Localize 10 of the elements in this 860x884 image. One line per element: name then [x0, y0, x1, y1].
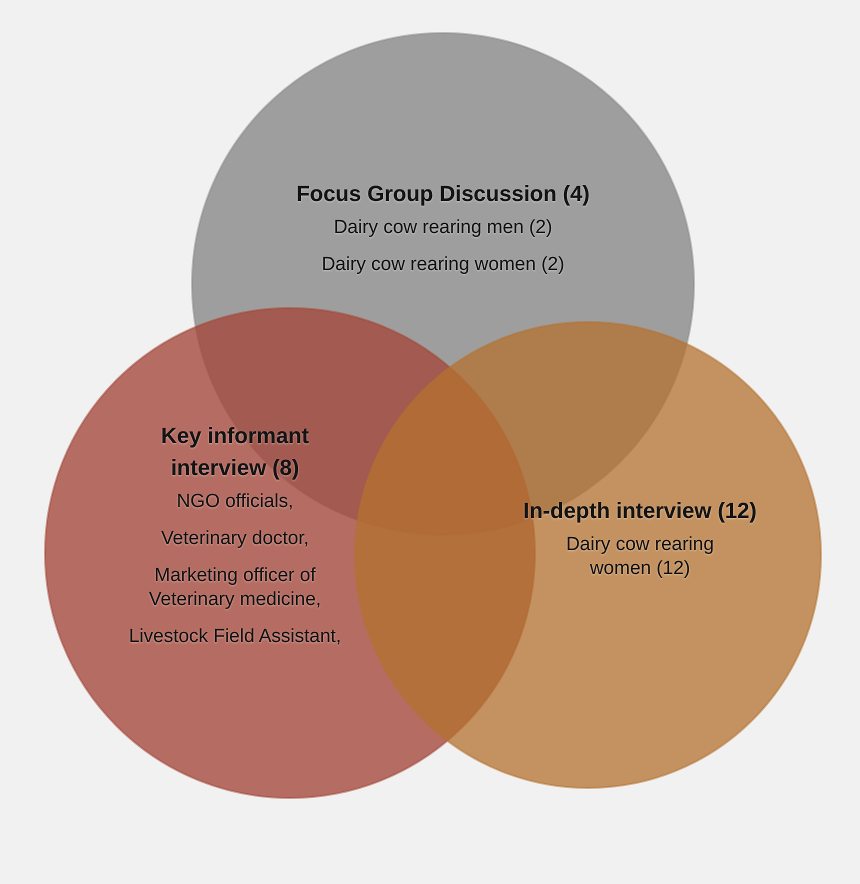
- circle-text: Dairy cow rearing women (2): [320, 253, 566, 277]
- circle-heading: Focus Group Discussion (4): [295, 180, 591, 208]
- circle-text: Dairy cow rearing women (12): [565, 533, 715, 581]
- circle-text: Livestock Field Assistant,: [128, 625, 342, 649]
- circle-text: Dairy cow rearing men (2): [332, 216, 554, 240]
- circle-heading: In-depth interview (12): [522, 497, 758, 525]
- circle-text: Marketing officer of Veterinary medicine,: [148, 564, 322, 612]
- circle-text: NGO officials,: [176, 490, 294, 514]
- circle-text: Veterinary doctor,: [160, 527, 310, 551]
- circle-heading: Key informant interview (8): [160, 422, 310, 482]
